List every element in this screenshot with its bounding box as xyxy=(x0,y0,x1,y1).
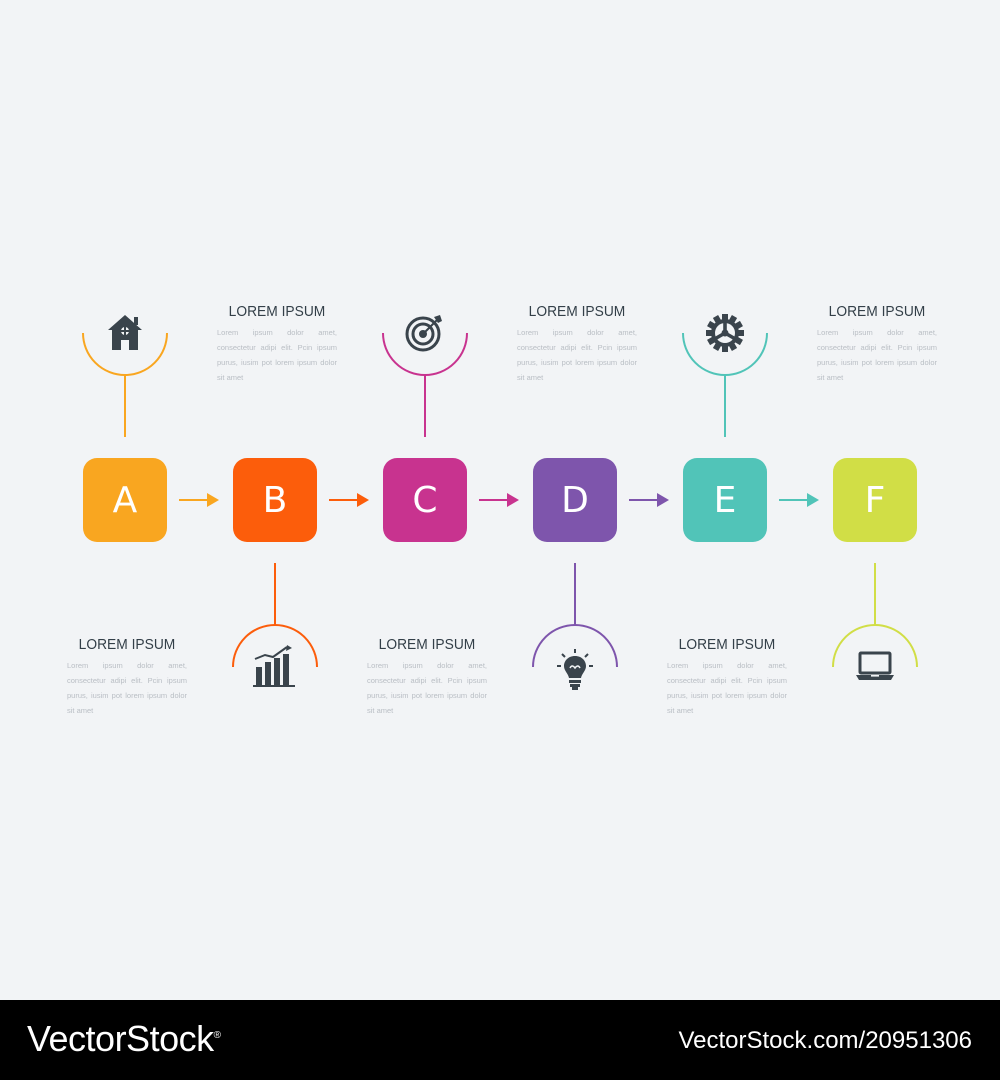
caption-body-d: Lorem ipsum dolor amet, consectetur adip… xyxy=(517,328,637,382)
arrow-head-b xyxy=(357,493,369,507)
caption-title-d: LOREM IPSUM xyxy=(528,303,626,320)
caption-b: LOREM IPSUM Lorem ipsum dolor amet, cons… xyxy=(217,303,337,385)
arrow-head-d xyxy=(657,493,669,507)
footer-logo: VectorStock® xyxy=(27,1018,221,1060)
step-box-e: E xyxy=(683,458,767,542)
caption-f: LOREM IPSUM Lorem ipsum dolor amet, cons… xyxy=(817,303,937,385)
step-letter-f: F xyxy=(864,479,886,521)
bar-chart-icon xyxy=(253,645,295,687)
arrow-head-c xyxy=(507,493,519,507)
caption-d: LOREM IPSUM Lorem ipsum dolor amet, cons… xyxy=(517,303,637,385)
step-letter-a: A xyxy=(112,479,138,521)
caption-title-b: LOREM IPSUM xyxy=(228,303,326,320)
step-box-d: D xyxy=(533,458,617,542)
lightbulb-icon xyxy=(557,649,593,690)
house-icon xyxy=(108,315,142,350)
caption-body-b: Lorem ipsum dolor amet, consectetur adip… xyxy=(217,328,337,382)
step-letter-c: C xyxy=(412,479,438,521)
gear-icon xyxy=(706,314,744,352)
caption-title-e: LOREM IPSUM xyxy=(678,636,776,653)
step-box-c: C xyxy=(383,458,467,542)
connector-arc-d xyxy=(532,624,618,668)
connector-arc-f xyxy=(832,624,918,668)
step-letter-b: B xyxy=(262,479,288,521)
step-box-a: A xyxy=(83,458,167,542)
arrow-head-e xyxy=(807,493,819,507)
connector-arc-e xyxy=(682,332,768,376)
caption-e: LOREM IPSUM Lorem ipsum dolor amet, cons… xyxy=(667,636,787,718)
connector-arc-b xyxy=(232,624,318,668)
footer-bar: VectorStock® VectorStock.com/20951306 xyxy=(0,1000,1000,1080)
caption-title-f: LOREM IPSUM xyxy=(828,303,926,320)
caption-body-e: Lorem ipsum dolor amet, consectetur adip… xyxy=(667,661,787,715)
connector-layer xyxy=(82,332,918,668)
footer-logo-mark: ® xyxy=(213,1030,221,1041)
connector-arc-a xyxy=(82,332,168,376)
step-letter-d: D xyxy=(561,479,589,521)
caption-body-c: Lorem ipsum dolor amet, consectetur adip… xyxy=(367,661,487,715)
footer-url: VectorStock.com/20951306 xyxy=(678,1027,972,1054)
step-letter-e: E xyxy=(713,479,737,521)
caption-body-a: Lorem ipsum dolor amet, consectetur adip… xyxy=(67,661,187,715)
laptop-icon xyxy=(856,651,894,680)
target-icon xyxy=(405,315,442,352)
arrow-head-a xyxy=(207,493,219,507)
step-box-b: B xyxy=(233,458,317,542)
connector-arc-c xyxy=(382,332,468,376)
timeline-diagram: A B C D E F LOREM IPSUM Lorem ipsum dolo… xyxy=(67,303,937,718)
caption-title-c: LOREM IPSUM xyxy=(378,636,476,653)
footer-logo-text: VectorStock xyxy=(27,1018,214,1059)
step-box-f: F xyxy=(833,458,917,542)
caption-a: LOREM IPSUM Lorem ipsum dolor amet, cons… xyxy=(67,636,187,718)
caption-title-a: LOREM IPSUM xyxy=(78,636,176,653)
caption-c: LOREM IPSUM Lorem ipsum dolor amet, cons… xyxy=(367,636,487,718)
caption-body-f: Lorem ipsum dolor amet, consectetur adip… xyxy=(817,328,937,382)
